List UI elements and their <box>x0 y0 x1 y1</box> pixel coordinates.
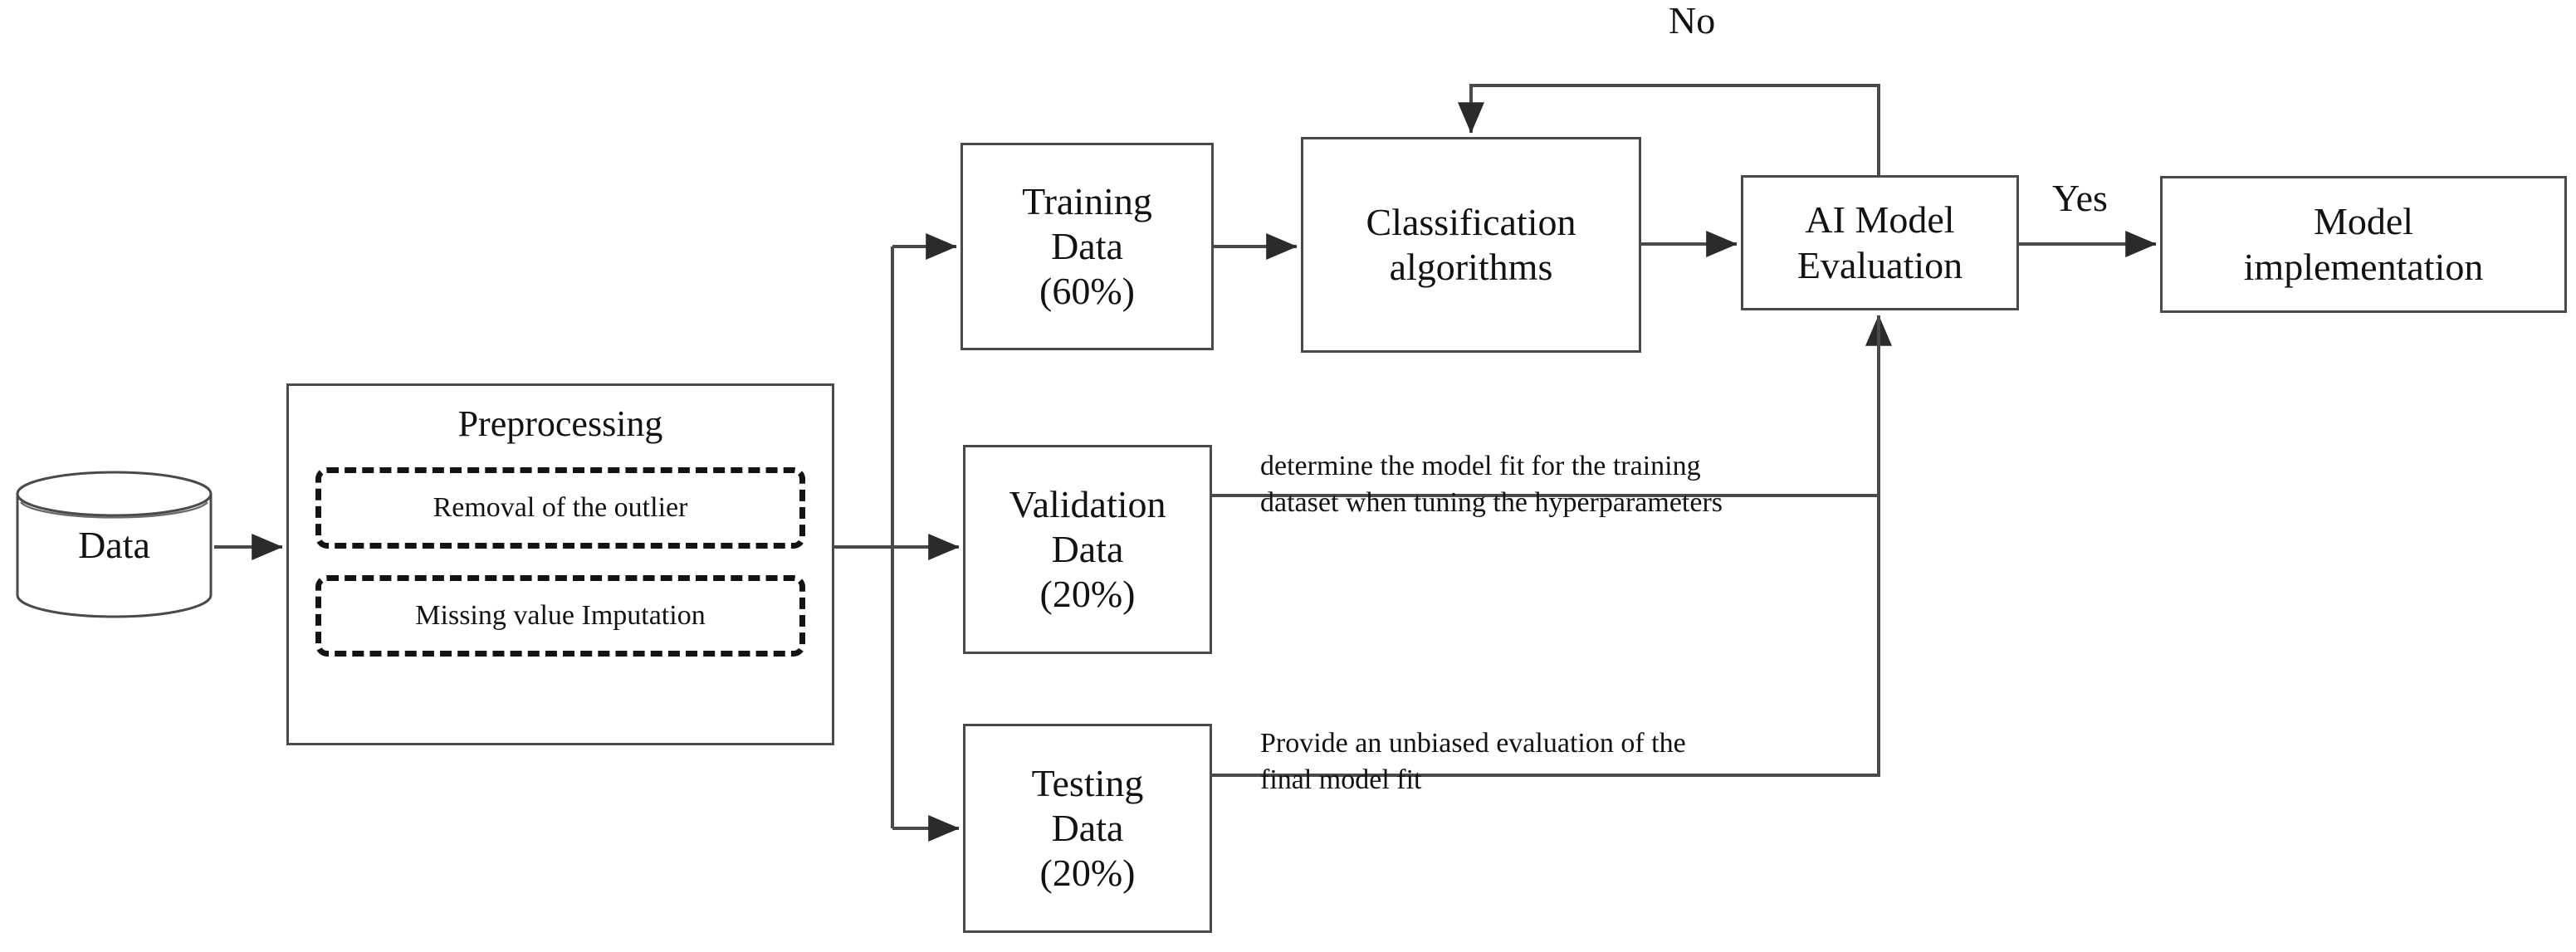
preprocessing-step-missing-value-imputation[interactable]: Missing value Imputation <box>315 574 805 657</box>
model-implementation-line-2: implementation <box>2243 245 2484 288</box>
annotation-testing-edge: Provide an unbiased evaluation of the fi… <box>1260 725 1916 798</box>
preprocessing-step-label: Removal of the outlier <box>433 491 688 523</box>
preprocessing-title: Preprocessing <box>457 403 663 444</box>
edge-label-yes: Yes <box>2052 177 2108 219</box>
annotation-testing-line-1: Provide an unbiased evaluation of the <box>1260 728 1686 759</box>
edge-label-no: No <box>1669 0 1716 41</box>
classification-line-1: Classification <box>1366 200 1576 243</box>
preprocessing-step-label: Missing value Imputation <box>415 599 706 631</box>
ai-evaluation-line-1: AI Model <box>1805 198 1955 242</box>
data-store-label: Data <box>78 523 150 566</box>
classification-line-2: algorithms <box>1389 246 1553 288</box>
annotation-validation-edge: determine the model fit for the training… <box>1260 448 1916 520</box>
annotation-validation-line-1: determine the model fit for the training <box>1260 451 1701 481</box>
node-validation-data[interactable]: Validation Data (20%) <box>963 445 1212 654</box>
validation-data-line-2: Data <box>1051 527 1124 570</box>
annotation-validation-line-2: dataset when tuning the hyperparameters <box>1260 486 1723 518</box>
testing-data-percent: (20%) <box>1039 852 1136 895</box>
preprocessing-step-removal-of-outlier[interactable]: Removal of the outlier <box>315 466 805 549</box>
cylinder-icon <box>16 471 213 618</box>
training-data-percent: (60%) <box>1039 270 1135 313</box>
ai-evaluation-line-2: Evaluation <box>1796 243 1963 286</box>
node-data-store[interactable]: Data <box>14 469 214 620</box>
node-testing-data[interactable]: Testing Data (20%) <box>963 724 1212 933</box>
node-ai-model-evaluation[interactable]: AI Model Evaluation <box>1741 175 2019 310</box>
validation-data-line-1: Validation <box>1009 482 1166 525</box>
testing-data-line-2: Data <box>1051 806 1124 849</box>
testing-data-line-1: Testing <box>1031 761 1144 804</box>
training-data-line-1: Training <box>1022 179 1152 222</box>
annotation-testing-line-2: final model fit <box>1260 764 1422 795</box>
node-classification-algorithms[interactable]: Classification algorithms <box>1301 137 1641 353</box>
node-preprocessing[interactable]: Preprocessing Removal of the outlier Mis… <box>286 383 834 745</box>
validation-data-percent: (20%) <box>1039 573 1136 616</box>
training-data-line-2: Data <box>1051 224 1123 267</box>
model-implementation-line-1: Model <box>2313 200 2414 243</box>
node-training-data[interactable]: Training Data (60%) <box>961 143 1214 350</box>
node-model-implementation[interactable]: Model implementation <box>2160 176 2567 313</box>
